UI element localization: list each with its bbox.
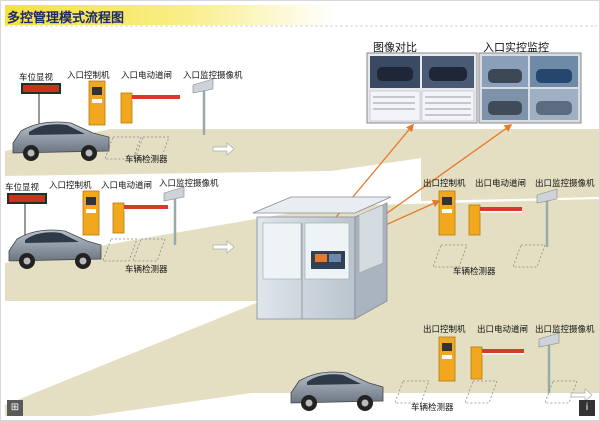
exit-camera-2 — [538, 332, 560, 348]
entry-monitor-title: 入口实控监控 — [483, 41, 549, 54]
entry-lane-2 — [7, 186, 235, 269]
entry-lane-1 — [12, 78, 235, 161]
car-3 — [290, 371, 384, 411]
exit2-barrier-label: 出口电动道闸 — [477, 325, 529, 335]
exit1-controller-label: 出口控制机 — [423, 179, 466, 189]
entry1-barrier-label: 入口电动道闸 — [121, 71, 173, 81]
entry-camera-2 — [163, 186, 185, 202]
info-icon[interactable]: i — [579, 400, 595, 416]
exit1-barrier-label: 出口电动道闸 — [475, 179, 527, 189]
entry1-display-label: 车位显视 — [19, 73, 54, 83]
exit1-camera-label: 出口监控摄像机 — [535, 179, 595, 189]
entry1-detector-label: 车辆检测器 — [125, 155, 168, 165]
exit-lane-road — [5, 283, 599, 416]
car-1 — [12, 121, 110, 161]
exit2-camera-label: 出口监控摄像机 — [535, 325, 595, 335]
exit-detector-loop-2 — [394, 380, 430, 404]
exit2-controller-label: 出口控制机 — [423, 325, 466, 335]
car-2 — [8, 229, 102, 269]
exit-barrier-1 — [468, 204, 481, 236]
exit2-detector-label: 车辆检测器 — [411, 403, 454, 413]
exit-lane-2 — [290, 332, 593, 411]
entry2-display-label: 车位显视 — [5, 183, 40, 193]
guard-booth — [252, 196, 392, 320]
entry2-controller-label: 入口控制机 — [49, 181, 92, 191]
entry-lane-1-road — [5, 129, 599, 176]
entry2-detector-label: 车辆检测器 — [125, 265, 168, 275]
entry-camera-1 — [192, 78, 214, 94]
exit-detector-loop-1 — [432, 244, 468, 268]
diagram-title: 多控管理模式流程图 — [7, 11, 125, 26]
entry1-controller-label: 入口控制机 — [67, 71, 110, 81]
entry-barrier-2 — [112, 202, 125, 234]
exit-barrier-2 — [470, 346, 483, 380]
zoom-icon[interactable]: ⊞ — [7, 400, 23, 416]
entry-monitor-panel — [478, 52, 582, 124]
entry2-camera-label: 入口监控摄像机 — [159, 179, 219, 189]
detector-loop-2 — [102, 238, 138, 262]
exit-camera-1 — [536, 188, 558, 204]
image-compare-panel — [366, 52, 478, 124]
title-bar — [5, 5, 335, 25]
image-compare-title: 图像对比 — [373, 41, 417, 54]
entry-barrier-1 — [120, 92, 133, 124]
entry2-barrier-label: 入口电动道闸 — [101, 181, 153, 191]
exit1-detector-label: 车辆检测器 — [453, 267, 496, 277]
entry1-camera-label: 入口监控摄像机 — [183, 71, 243, 81]
exit-lane-1 — [432, 188, 558, 268]
